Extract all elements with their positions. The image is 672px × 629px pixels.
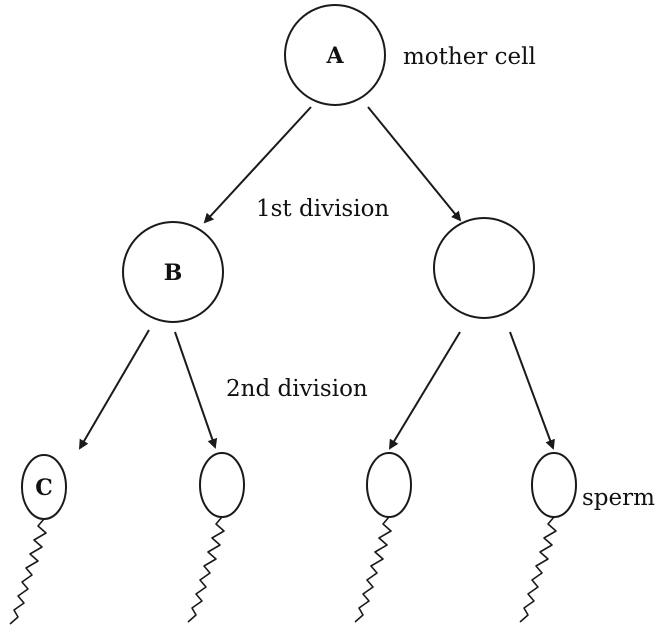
- first-division-arrow-right: [367, 106, 462, 222]
- first-division-arrow-left: [203, 106, 312, 224]
- first-division-caption: 1st division: [256, 196, 389, 222]
- sperm-tail-1: [9, 518, 47, 625]
- second-division-arrow-4: [509, 331, 555, 450]
- sperm-caption: sperm: [582, 485, 655, 511]
- mother-cell-label: A: [325, 43, 344, 69]
- sperm-cell-1: C: [9, 454, 67, 625]
- sperm-cell-2: [187, 452, 245, 623]
- sperm-cell-4: [519, 452, 577, 623]
- daughter-cell-right: [433, 217, 535, 319]
- sperm-tail-2: [187, 516, 225, 623]
- sperm-cell-1-label: C: [35, 475, 53, 501]
- second-division-arrow-3: [388, 331, 461, 450]
- second-division-arrow-1: [78, 329, 150, 450]
- sperm-tail-3: [354, 516, 392, 623]
- second-division-arrow-2: [174, 331, 218, 449]
- sperm-tail-4: [519, 516, 557, 623]
- daughter-cell-left: B: [122, 221, 224, 323]
- second-division-caption: 2nd division: [226, 376, 368, 402]
- sperm-cell-3: [354, 452, 412, 623]
- daughter-cell-left-label: B: [164, 260, 183, 286]
- mother-cell: A: [284, 4, 386, 106]
- mother-cell-caption: mother cell: [403, 44, 536, 70]
